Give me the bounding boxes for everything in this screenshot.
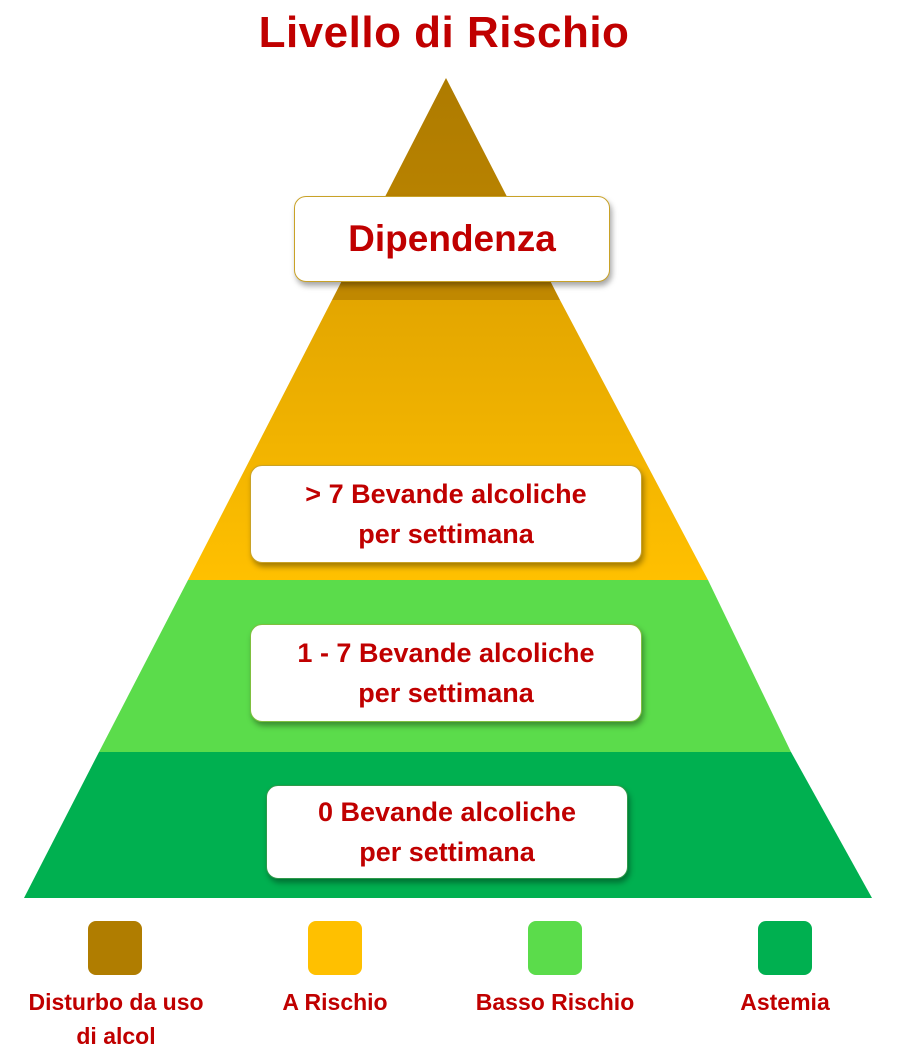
legend-swatch-a-rischio [308,921,362,975]
legend-swatch-basso-rischio [528,921,582,975]
legend-swatch-astemia [758,921,812,975]
legend-label-astemia: Astemia [740,989,830,1015]
label-astemia-line1: 0 Bevande alcoliche [317,797,577,827]
label-box-basso-rischio: 1 - 7 Bevande alcoliche per settimana [250,624,642,722]
label-a-rischio-line2: per settimana [358,519,534,549]
label-box-astemia: 0 Bevande alcoliche per settimana [266,785,628,879]
label-basso-rischio-line1: 1 - 7 Bevande alcoliche [297,638,595,668]
legend-label-basso-rischio: Basso Rischio [475,989,635,1015]
page-title: Livello di Rischio [258,8,630,57]
label-box-a-rischio: > 7 Bevande alcoliche per settimana [250,465,642,563]
legend-swatch-disturbo [88,921,142,975]
legend-label-a-rischio: A Rischio [282,989,388,1015]
legend-label-disturbo: Disturbo da uso di alcol [28,989,204,1049]
label-astemia-line2: per settimana [359,837,535,867]
label-box-dipendenza: Dipendenza [294,196,610,282]
label-dipendenza: Dipendenza [348,218,556,259]
label-basso-rischio-line2: per settimana [358,678,534,708]
label-a-rischio-line1: > 7 Bevande alcoliche [305,479,587,509]
